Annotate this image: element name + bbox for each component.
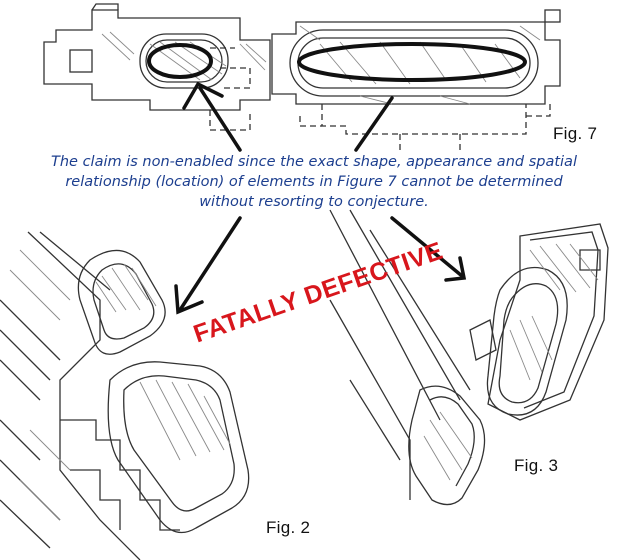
claim-annotation: The claim is non-enabled since the exact…	[18, 152, 610, 212]
fig3-hatching	[423, 243, 599, 481]
arrow-to-fig2	[178, 216, 242, 312]
fig7-label: Fig. 7	[553, 124, 598, 143]
callout-arrows	[174, 81, 467, 315]
claim-line-1: The claim is non-enabled since the exact…	[51, 154, 577, 170]
arrow-to-fig3	[390, 216, 464, 278]
fig2-label: Fig. 2	[266, 518, 311, 537]
arrow-right-ellipse	[354, 96, 394, 152]
fig7-hatching	[101, 25, 541, 105]
arrow-left-ellipse	[198, 86, 242, 152]
fig2-drawing	[0, 231, 250, 560]
fig3-drawing	[329, 209, 609, 506]
claim-line-2: relationship (location) of elements in F…	[65, 174, 563, 190]
claim-line-3: without resorting to conjecture.	[199, 194, 429, 210]
fig7-drawing	[43, 3, 561, 150]
fig3-label: Fig. 3	[514, 456, 559, 475]
fig7-highlight-ellipse-left	[147, 43, 213, 79]
fig7-highlight-ellipse-right	[297, 42, 527, 82]
fig2-hatching	[9, 249, 231, 521]
